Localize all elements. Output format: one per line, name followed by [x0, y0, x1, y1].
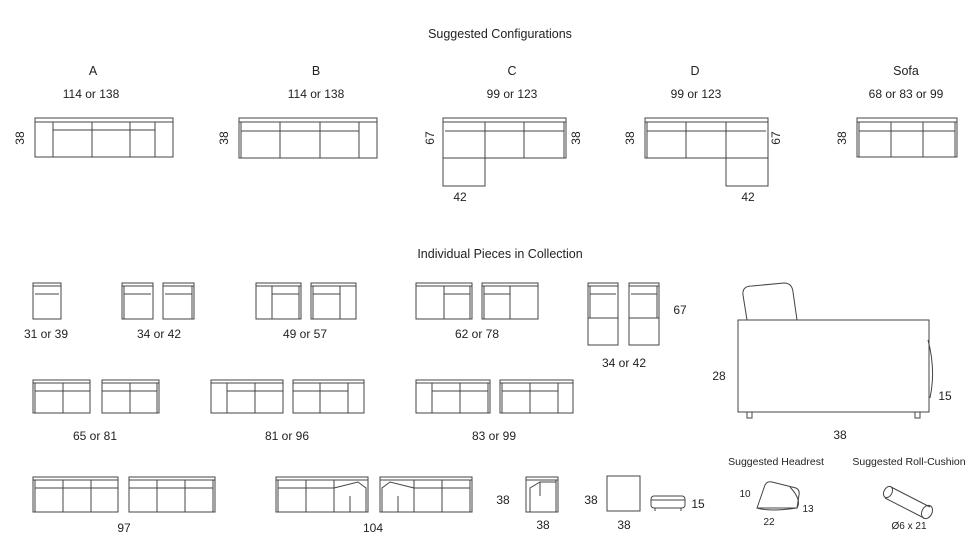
config-d-width: 99 or 123 — [671, 87, 722, 101]
config-c-sofa-drawing — [442, 117, 567, 187]
headrest-dim-height: 10 — [739, 489, 751, 500]
headrest-dim-width: 22 — [763, 517, 775, 528]
piece-5-label: 65 or 81 — [73, 429, 117, 443]
corner-width: 38 — [536, 518, 550, 532]
ottoman-depth: 38 — [584, 493, 598, 507]
chaise-depth: 67 — [673, 303, 687, 317]
config-c-label: C — [507, 64, 516, 78]
config-d-sofa-drawing — [644, 117, 769, 187]
piece-2-label: 34 or 42 — [137, 327, 181, 341]
piece-chaise: 67 34 or 42 — [587, 282, 687, 370]
config-b-sofa-drawing — [238, 117, 378, 159]
piece-7-label: 83 or 99 — [472, 429, 516, 443]
config-b-label: B — [312, 64, 320, 78]
piece-corner: 38 38 — [496, 476, 559, 532]
config-b-width: 114 or 138 — [288, 87, 345, 101]
configuration-b: B 114 or 138 38 — [217, 64, 378, 159]
piece-65-81: 65 or 81 — [32, 379, 160, 443]
config-d-label: D — [690, 64, 699, 78]
sofa-side-view: 28 38 15 — [712, 282, 952, 442]
configuration-d: D 99 or 123 38 67 42 — [623, 64, 783, 204]
config-c-chaise-width: 42 — [453, 190, 467, 204]
corner-depth: 38 — [496, 493, 510, 507]
bench-height: 15 — [691, 497, 705, 511]
config-d-chaise-width: 42 — [741, 190, 755, 204]
configuration-a: A 114 or 138 38 — [13, 64, 174, 158]
config-b-depth: 38 — [217, 131, 231, 145]
ottoman-width: 38 — [617, 518, 631, 532]
roll-cushion-title: Suggested Roll-Cushion — [852, 456, 965, 468]
configurations-title: Suggested Configurations — [428, 27, 572, 41]
pieces-title: Individual Pieces in Collection — [417, 247, 582, 261]
config-c-width: 99 or 123 — [487, 87, 538, 101]
config-a-depth: 38 — [13, 131, 27, 145]
piece-31-39: 31 or 39 — [24, 282, 68, 341]
piece-ottoman: 38 38 — [584, 475, 641, 532]
roll-cushion-dims: Ø6 x 21 — [891, 521, 926, 532]
config-sofa-drawing — [856, 117, 958, 158]
piece-104: 104 — [275, 476, 473, 535]
piece-6-label: 81 or 96 — [265, 429, 309, 443]
piece-62-78: 62 or 78 — [415, 282, 539, 341]
headrest-dim-depth: 13 — [802, 504, 814, 515]
piece-83-99: 83 or 99 — [415, 379, 574, 443]
piece-3-label: 49 or 57 — [283, 327, 327, 341]
side-view-depth: 38 — [833, 428, 847, 442]
piece-81-96: 81 or 96 — [210, 379, 365, 443]
headrest-title: Suggested Headrest — [728, 456, 824, 468]
chaise-width: 34 or 42 — [602, 356, 646, 370]
piece-4-label: 62 or 78 — [455, 327, 499, 341]
config-d-depth-right: 67 — [769, 131, 783, 145]
configuration-sofa: Sofa 68 or 83 or 99 38 — [835, 64, 958, 158]
piece-bench: 15 — [650, 495, 705, 511]
side-view-arm-height: 15 — [938, 389, 952, 403]
config-a-width: 114 or 138 — [63, 87, 120, 101]
piece-9-label: 104 — [363, 521, 383, 535]
config-c-depth-right: 38 — [569, 131, 583, 145]
piece-49-57: 49 or 57 — [255, 282, 357, 341]
roll-cushion: Suggested Roll-Cushion Ø6 x 21 — [852, 456, 965, 532]
config-sofa-width: 68 or 83 or 99 — [869, 87, 944, 101]
headrest: Suggested Headrest 10 22 13 — [728, 456, 824, 528]
piece-1-label: 31 or 39 — [24, 327, 68, 341]
piece-8-label: 97 — [117, 521, 131, 535]
configuration-c: C 99 or 123 67 38 42 — [423, 64, 583, 204]
config-c-depth-left: 67 — [423, 131, 437, 145]
config-sofa-label: Sofa — [893, 64, 919, 78]
config-sofa-depth: 38 — [835, 131, 849, 145]
piece-34-42: 34 or 42 — [121, 282, 195, 341]
config-a-sofa-drawing — [34, 117, 174, 158]
piece-97: 97 — [32, 476, 216, 535]
config-d-depth-left: 38 — [623, 131, 637, 145]
config-a-label: A — [89, 64, 98, 78]
side-view-height: 28 — [712, 369, 726, 383]
